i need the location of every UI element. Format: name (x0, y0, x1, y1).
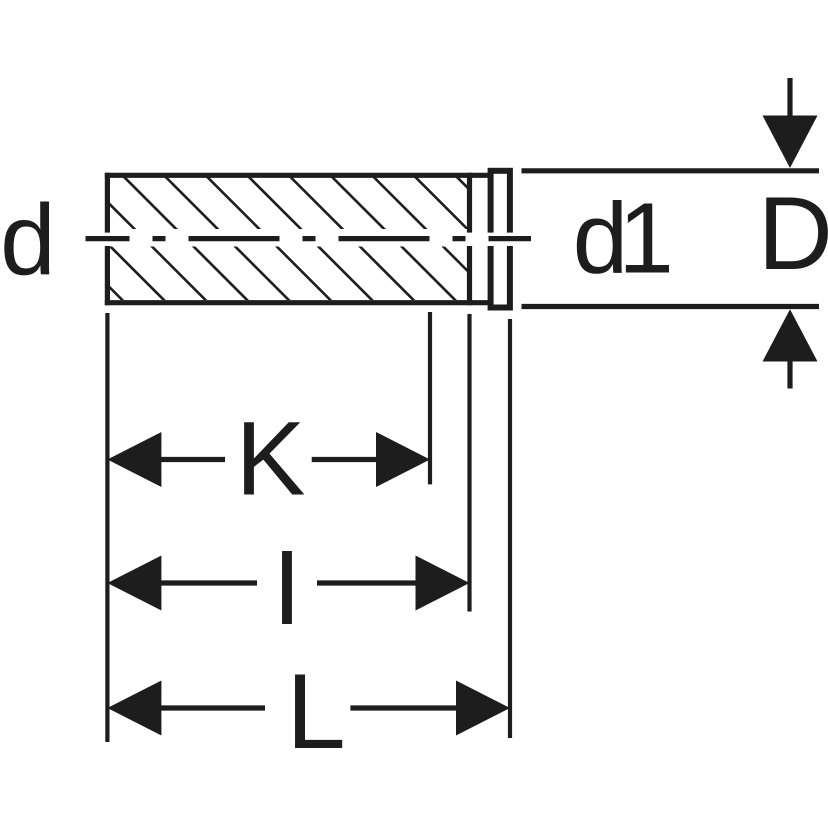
svg-text:I: I (272, 529, 301, 647)
svg-text:K: K (235, 400, 305, 517)
svg-text:d: d (0, 184, 56, 296)
svg-text:D: D (758, 176, 828, 292)
svg-text:L: L (286, 651, 346, 771)
svg-text:d1: d1 (573, 182, 670, 294)
